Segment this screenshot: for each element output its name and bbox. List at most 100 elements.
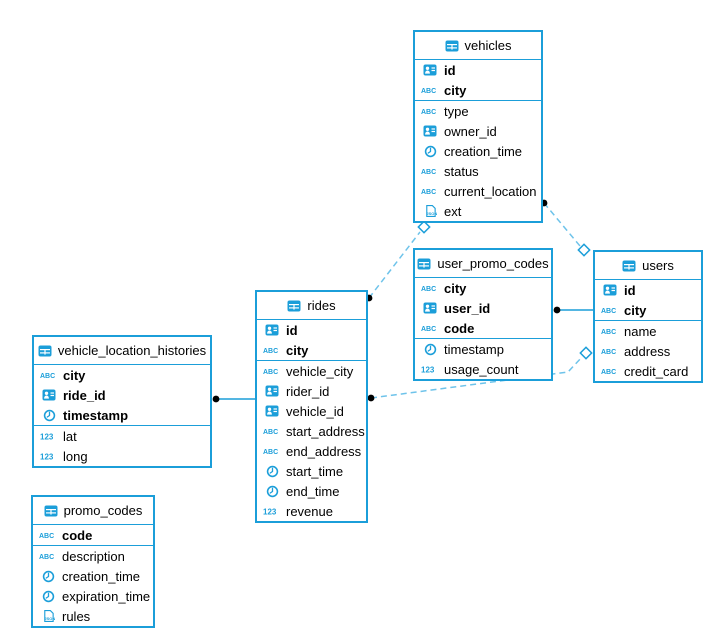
svg-text:ABC: ABC — [421, 326, 436, 333]
field-row: ABC start_address — [257, 421, 366, 441]
svg-text:ABC: ABC — [263, 449, 278, 456]
time-type-icon — [263, 465, 281, 478]
table-icon — [44, 505, 58, 517]
field-row: id — [595, 280, 701, 300]
table-name: vehicle_location_histories — [57, 343, 207, 358]
svg-text:ABC: ABC — [263, 369, 278, 376]
table-header[interactable]: users — [595, 252, 701, 280]
field-row: ABC city — [595, 300, 701, 320]
table-icon — [622, 260, 636, 272]
relation-dot-endpoint — [212, 395, 220, 403]
table-header[interactable]: rides — [257, 292, 366, 320]
svg-text:ABC: ABC — [39, 554, 54, 561]
svg-text:ABC: ABC — [263, 429, 278, 436]
text-type-icon: ABC — [39, 529, 57, 541]
field-name: rules — [62, 608, 91, 624]
id-type-icon — [40, 389, 58, 401]
svg-text:ABC: ABC — [421, 189, 436, 196]
relation-diamond-endpoint — [417, 220, 431, 234]
field-name: lat — [63, 428, 77, 444]
text-type-icon: ABC — [601, 365, 619, 377]
svg-text:123: 123 — [40, 453, 54, 462]
field-row: expiration_time — [33, 586, 153, 606]
text-type-icon: ABC — [40, 369, 58, 381]
relation-dot-endpoint — [553, 306, 561, 314]
text-type-icon: ABC — [601, 304, 619, 316]
table-header[interactable]: vehicles — [415, 32, 541, 60]
relation-line-rides-to-users — [370, 356, 583, 399]
time-type-icon — [421, 145, 439, 158]
text-type-icon: ABC — [39, 550, 57, 562]
svg-text:JSON: JSON — [44, 616, 55, 621]
id-type-icon — [421, 64, 439, 76]
svg-text:JSON: JSON — [426, 211, 437, 216]
field-name: creation_time — [444, 143, 523, 159]
time-type-icon — [40, 409, 58, 422]
text-type-icon: ABC — [263, 344, 281, 356]
field-name: expiration_time — [62, 588, 151, 604]
field-row: ride_id — [34, 385, 210, 405]
field-row: ABC current_location — [415, 181, 541, 201]
field-name: end_address — [286, 443, 362, 459]
id-type-icon — [421, 125, 439, 137]
number-type-icon: 123 — [263, 505, 281, 517]
relation-diamond-endpoint — [579, 346, 593, 360]
text-type-icon: ABC — [421, 84, 439, 96]
field-name: city — [624, 302, 647, 318]
field-name: vehicle_id — [286, 403, 344, 419]
table-icon — [417, 258, 431, 270]
text-type-icon: ABC — [421, 322, 439, 334]
table-name: user_promo_codes — [437, 256, 549, 271]
relation-line-vehicles-to-users — [543, 202, 581, 247]
id-type-icon — [263, 405, 281, 417]
text-type-icon: ABC — [263, 445, 281, 457]
time-type-icon — [263, 485, 281, 498]
table-header[interactable]: promo_codes — [33, 497, 153, 525]
id-type-icon — [263, 385, 281, 397]
field-name: id — [444, 62, 456, 78]
table-icon — [287, 300, 301, 312]
field-row: timestamp — [415, 339, 551, 359]
field-name: start_address — [286, 423, 365, 439]
field-name: current_location — [444, 183, 537, 199]
table-header[interactable]: user_promo_codes — [415, 250, 551, 278]
relation-line-rides-to-vehicles — [368, 231, 421, 299]
json-type-icon: JSON — [421, 204, 439, 218]
field-row: creation_time — [415, 141, 541, 161]
table-header[interactable]: vehicle_location_histories — [34, 337, 210, 365]
svg-text:ABC: ABC — [421, 169, 436, 176]
field-name: id — [624, 282, 636, 298]
id-type-icon — [263, 324, 281, 336]
text-type-icon: ABC — [263, 365, 281, 377]
field-row: rider_id — [257, 381, 366, 401]
relation-dot-endpoint — [367, 394, 375, 402]
field-row: timestamp — [34, 405, 210, 425]
field-name: timestamp — [444, 341, 504, 357]
field-name: user_id — [444, 300, 491, 316]
table-name: vehicles — [464, 38, 512, 53]
